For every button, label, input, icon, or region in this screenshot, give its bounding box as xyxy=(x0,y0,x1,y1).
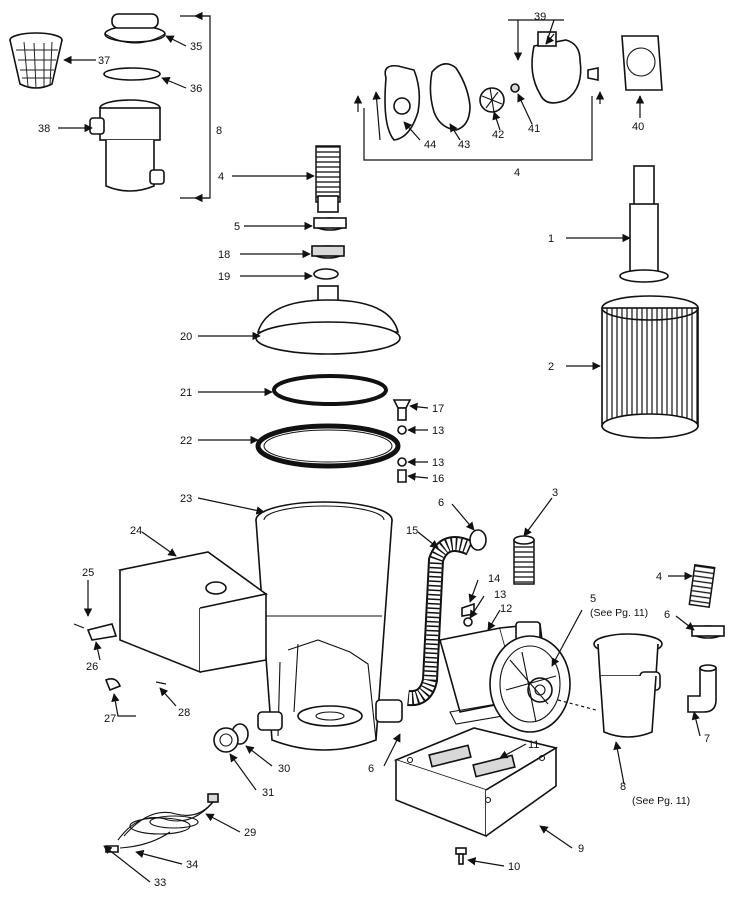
o-ring-13-b xyxy=(397,457,407,467)
callout-37: 38 xyxy=(38,123,50,135)
callout-22: 22 xyxy=(180,435,192,447)
callout-36: 37 xyxy=(98,55,110,67)
callout-35: 36 xyxy=(190,83,202,95)
callout-32: 33 xyxy=(154,877,166,889)
callout-40: 41 xyxy=(528,123,540,135)
pump-housing-38 xyxy=(531,31,582,104)
callout-13-a: 13 xyxy=(432,425,444,437)
callout-16: 16 xyxy=(432,473,444,485)
callout-41: 42 xyxy=(492,129,504,141)
hose-clamp-6-right xyxy=(691,625,725,639)
note-see-pg-5: (See Pg. 11) xyxy=(590,607,648,619)
clamp-bolt-16 xyxy=(397,469,407,483)
callout-43: 44 xyxy=(424,139,436,151)
callout-12: 12 xyxy=(500,603,512,615)
callout-5-top: 4 xyxy=(514,167,520,179)
hose-adapter-4-right xyxy=(688,563,716,609)
callout-8-top: 8 xyxy=(216,125,222,137)
impeller-41 xyxy=(479,87,505,113)
air-relief-valve-17 xyxy=(392,399,412,421)
elbow-fitting-7 xyxy=(687,664,717,713)
callout-2: 2 xyxy=(548,361,554,373)
clip-27 xyxy=(104,678,122,692)
hose-adapter-4-top xyxy=(315,145,341,213)
callout-38: 39 xyxy=(534,11,546,23)
tank-lid-20 xyxy=(255,285,401,355)
flex-hose-15 xyxy=(407,536,474,707)
fitting-31 xyxy=(213,727,239,753)
callout-42: 43 xyxy=(458,139,470,151)
bracket-26 xyxy=(86,623,118,641)
pump-head-5 xyxy=(489,635,571,733)
callout-30: 30 xyxy=(278,763,290,775)
callout-5-pump: 5 xyxy=(590,593,596,605)
drain-plug xyxy=(587,67,599,81)
callout-8-right: 8 xyxy=(620,781,626,793)
screw-25 xyxy=(73,623,85,629)
o-ring-13-a xyxy=(397,425,407,435)
shaft-seal-40 xyxy=(510,83,520,93)
hose-clamp-6-mid xyxy=(469,529,487,551)
callout-31: 31 xyxy=(262,787,274,799)
strainer-basket-36 xyxy=(9,32,63,89)
washer-19 xyxy=(313,268,339,280)
callout-4-right: 4 xyxy=(656,571,662,583)
callout-21: 21 xyxy=(180,387,192,399)
base-bolt-10 xyxy=(455,847,467,865)
filter-tank-23 xyxy=(255,501,403,751)
tank-clamp-band-22 xyxy=(255,423,401,469)
callout-18: 18 xyxy=(218,249,230,261)
callout-6-right: 6 xyxy=(664,609,670,621)
pump-base-9 xyxy=(393,727,559,838)
lid-o-ring-35 xyxy=(103,67,161,81)
tank-o-ring-21 xyxy=(272,374,388,406)
callout-10: 10 xyxy=(508,861,520,873)
filter-cartridge-2 xyxy=(601,295,699,439)
screw-28 xyxy=(155,681,167,685)
callout-23: 23 xyxy=(180,493,192,505)
filter-stand-pipe-1 xyxy=(619,165,669,283)
callout-34: 35 xyxy=(190,41,202,53)
callout-13-c: 13 xyxy=(494,589,506,601)
callout-4-top: 4 xyxy=(218,171,224,183)
callout-11: 11 xyxy=(528,739,539,751)
callout-29: 29 xyxy=(244,827,256,839)
callout-3: 3 xyxy=(552,487,558,499)
callout-28: 28 xyxy=(178,707,190,719)
strainer-pot-37 xyxy=(89,99,165,192)
power-cord-29 xyxy=(117,793,219,849)
lock-nut-18 xyxy=(311,245,345,259)
callout-6-low: 6 xyxy=(368,763,374,775)
tank-cover-24 xyxy=(118,551,268,674)
callout-20: 20 xyxy=(180,331,192,343)
seal-plate-43 xyxy=(384,64,421,141)
strainer-lid-34 xyxy=(104,13,166,44)
callout-13-b: 13 xyxy=(432,457,444,469)
motor-gasket-39 xyxy=(621,35,663,91)
callout-26: 26 xyxy=(86,661,98,673)
callout-7: 7 xyxy=(704,733,710,745)
pipe-nipple-3 xyxy=(513,535,535,585)
callout-17: 17 xyxy=(432,403,444,415)
callout-9: 9 xyxy=(578,843,584,855)
callout-6-top: 5 xyxy=(234,221,240,233)
callout-6-mid: 6 xyxy=(438,497,444,509)
callout-14: 14 xyxy=(488,573,500,585)
hose-clamp-6-top xyxy=(313,217,347,231)
o-ring-13-c xyxy=(463,617,473,627)
callout-15: 15 xyxy=(406,525,418,537)
callout-25: 25 xyxy=(82,567,94,579)
note-see-pg-8: (See Pg. 11) xyxy=(632,795,690,807)
callout-27: 27 xyxy=(104,713,116,725)
callout-19: 19 xyxy=(218,271,230,283)
callout-1: 1 xyxy=(548,233,554,245)
gasket-42 xyxy=(429,63,471,131)
strainer-assembly-8 xyxy=(593,633,663,738)
callout-33: 34 xyxy=(186,859,198,871)
callout-39: 40 xyxy=(632,121,644,133)
callout-24: 24 xyxy=(130,525,142,537)
